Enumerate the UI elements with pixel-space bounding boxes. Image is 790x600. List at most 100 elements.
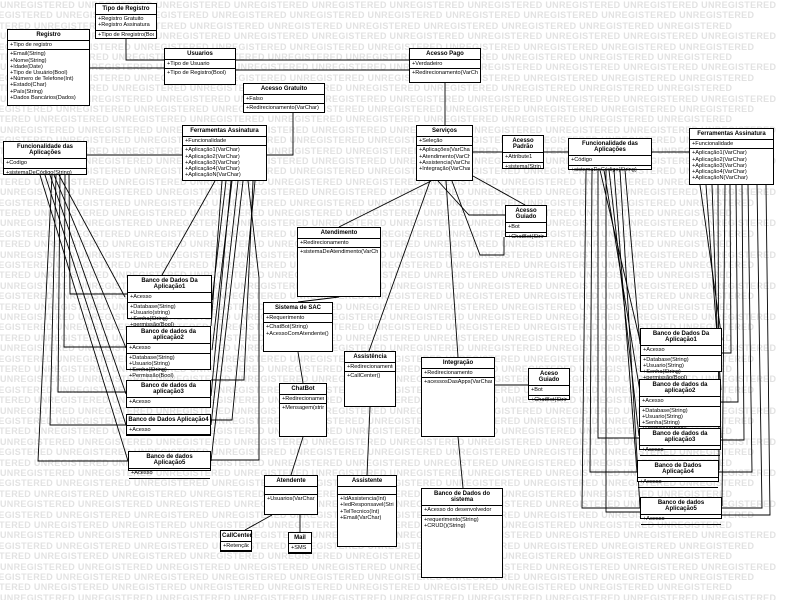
class-box-acesso-guiado-1[interactable]: Acesso Guiado+Bot+ChatBot(String) [505, 205, 547, 240]
operations-compartment: +Mensagem(string) [280, 403, 326, 412]
association-line [161, 180, 216, 276]
class-box-registro[interactable]: Registro +Tipo de registro +Email(String) +… [7, 29, 90, 106]
class-name: ChatBot [291, 386, 315, 392]
operations-compartment: +Usuarios(VarChar) [265, 494, 317, 503]
attribute-item: +Acesso [130, 294, 152, 301]
operation-item: +Senha(String) [643, 369, 681, 376]
attribute-item: +Registro Assinatura [98, 22, 150, 29]
operation-item: +Número de Telefone(Int) [10, 76, 74, 83]
class-box-atendimento[interactable]: Atendimento+Redirecionamento+sistemaDeAt… [297, 227, 381, 297]
association-line [39, 174, 129, 462]
class-box-func-apps-left[interactable]: Funcionalidade das Aplicações+Codigo+sis… [3, 141, 87, 176]
operations-compartment: +ChatBot(String) [506, 231, 546, 241]
class-box-bd-app3-right[interactable]: Banco de dados da aplicação3+Acesso [639, 428, 721, 456]
class-box-bd-app3-left[interactable]: Banco de dados da aplicação3+Acesso [126, 380, 211, 408]
class-box-bd-app5-right[interactable]: Banco de dados Aplicação5+Acesso [640, 497, 722, 525]
class-name: Usuarios [187, 51, 213, 57]
operation-item: +Atendimento(VarChar) [419, 153, 470, 160]
class-box-func-apps-right[interactable]: Funcionalidade das Aplicações+Código+sis… [568, 138, 652, 173]
class-box-bd-app1-right[interactable]: Banco de Dados Da Aplicação1+Acesso+Data… [640, 328, 722, 381]
class-box-ferr-assin-left[interactable]: Ferramentas Assinatura+Funcionalidade+Ap… [182, 125, 267, 181]
class-name: Acesso Gratuito [260, 86, 308, 92]
operation-item: +ChatBot(String) [266, 324, 308, 331]
class-box-acesso-padrao[interactable]: Acesso Padrão+Attribute1+sistema(String) [502, 135, 544, 170]
attribute-item: +Acesso [640, 479, 662, 486]
class-name: Banco de dados da aplicação3 [652, 431, 708, 444]
association-line [721, 184, 745, 441]
class-box-bd-app2-left[interactable]: Banco de dados da aplicação2+Acesso+Data… [126, 326, 211, 379]
association-line [49, 174, 127, 395]
class-box-atendente[interactable]: Atendente+Usuarios(VarChar) [264, 475, 318, 515]
attributes-compartment: +Acesso do desenvolvedor [422, 505, 502, 514]
operation-item: +sistemaDeAtendimento(VarChar) [300, 249, 378, 256]
attributes-compartment: +Redirecionamento [422, 368, 494, 377]
class-name: Banco de dados da aplicação3 [140, 383, 196, 396]
class-box-bd-app4-right[interactable]: Banco de Dados Aplicação4+Acesso [637, 460, 719, 488]
attribute-item: +Acesso [643, 516, 665, 523]
class-box-sistema-sac[interactable]: Sistema de SAC+Requerimento+ChatBot(Stri… [263, 302, 333, 352]
class-box-servicos[interactable]: Serviços+Seleção+Aplicações(VarChar)+Ate… [416, 125, 473, 181]
operation-item: +AplicaçãoN(VarChar) [692, 175, 748, 182]
class-box-acesso-guiado-2[interactable]: Aceso Guiado+Bot+ChatBot(String) [528, 368, 570, 403]
class-box-bd-app5-left[interactable]: Banco de dados Aplicação5+Acesso [128, 451, 211, 479]
attribute-item: +Requerimento [266, 315, 305, 322]
operation-item: +CallCenter() [347, 373, 381, 380]
attributes-compartment: +Retenção [221, 541, 251, 550]
class-box-assistencia[interactable]: Assistência+Redirecionamento+CallCenter(… [344, 351, 396, 407]
association-line [68, 174, 127, 295]
association-line [721, 184, 726, 507]
operations-compartment [638, 486, 718, 495]
attribute-item: +Tipo de registro [10, 42, 52, 49]
class-box-acesso-pago[interactable]: Acesso Pago+Verdadeiro+Redirecionamento(… [409, 48, 481, 83]
attribute-item: +Retenção [223, 543, 249, 550]
class-box-usuarios[interactable]: Usuarios +Tipo de Usuario+Tipo de Registr… [164, 48, 236, 85]
class-box-integracao[interactable]: Integração+Redirecionamento+acessosDasAp… [421, 357, 495, 437]
operation-item: +TelTecnico(Int) [340, 508, 380, 515]
operation-item: +requerimento(String) [424, 516, 479, 523]
operations-compartment: +Tipo de Rregistro(Bool) [96, 29, 156, 39]
attributes-compartment: +Acesso [638, 477, 718, 486]
operation-item: +Database(String) [643, 356, 689, 363]
attribute-item: +Tipo de Usuario [167, 61, 210, 68]
attribute-item: +Bot [508, 224, 520, 231]
class-box-bd-app4-left[interactable]: Banco de Dados Aplicação4+Acesso [126, 414, 211, 436]
class-box-mail[interactable]: Mail+SMS [288, 532, 312, 554]
attributes-compartment: +Bot [529, 385, 569, 394]
operations-compartment: +Database(String)+Usuario(string)+Senha(… [128, 301, 211, 330]
operation-item: +Aplicação3(VarChar) [692, 162, 747, 169]
class-box-bd-app1-left[interactable]: Banco de Dados Da Aplicação1 +Acesso+Data… [127, 275, 212, 328]
attributes-compartment: +Acesso [640, 396, 720, 405]
class-box-acesso-gratuito[interactable]: Acesso Gratuito+Falso+Redirecionamento(V… [243, 83, 325, 113]
association-line [58, 174, 126, 298]
operation-item: +Senha(String) [130, 316, 168, 323]
operations-compartment: +Tipo de Registro(Bool) [165, 68, 235, 77]
association-line [53, 174, 127, 349]
operation-item: +Aplicação4(VarChar) [185, 166, 240, 173]
attributes-compartment: +Código [569, 155, 651, 164]
association-line [297, 351, 304, 384]
class-name: Registro [36, 32, 61, 38]
class-box-tipo-registro[interactable]: Tipo de Registro+Registro Gratuito+Regis… [95, 3, 157, 39]
class-box-bd-app2-right[interactable]: Banco de dados da aplicação2+Acesso+Data… [639, 379, 721, 432]
association-line [619, 169, 641, 509]
attribute-item: +Verdadeiro [412, 61, 443, 68]
operation-item: +Senha(String) [642, 420, 680, 427]
operation-item: +permissão(Bool) [643, 375, 719, 381]
operations-compartment: +Aplicação1(VarChar)+Aplicação2(VarChar)… [690, 148, 773, 182]
attributes-compartment: +Acesso [641, 514, 721, 523]
operation-item: +sistema(String) [505, 163, 541, 170]
class-box-callcenter[interactable]: CallCenter+Retenção [220, 530, 252, 552]
class-box-chatbot[interactable]: ChatBot+Redirecionamento+Mensagem(string… [279, 383, 327, 437]
class-box-bd-sistema[interactable]: Banco de Dados do sistema+Acesso do dese… [421, 488, 503, 578]
operation-item: +Usuarios(VarChar) [267, 496, 315, 503]
association-line [605, 170, 640, 513]
class-name: Banco de Dados Da Aplicação1 [141, 278, 198, 291]
attributes-compartment: +Falso [244, 94, 324, 103]
attributes-compartment: +Acesso [127, 343, 210, 352]
class-box-assistente[interactable]: Assistente+IdAssistencia(Int)+IedRespons… [337, 475, 397, 547]
operation-item: +Aplicação2(VarChar) [185, 153, 240, 160]
operation-item: +Email(String) [10, 51, 46, 58]
class-box-ferr-assin-right[interactable]: Ferramentas Assinatura+Funcionalidade+Ap… [689, 128, 774, 185]
association-line [719, 184, 753, 473]
